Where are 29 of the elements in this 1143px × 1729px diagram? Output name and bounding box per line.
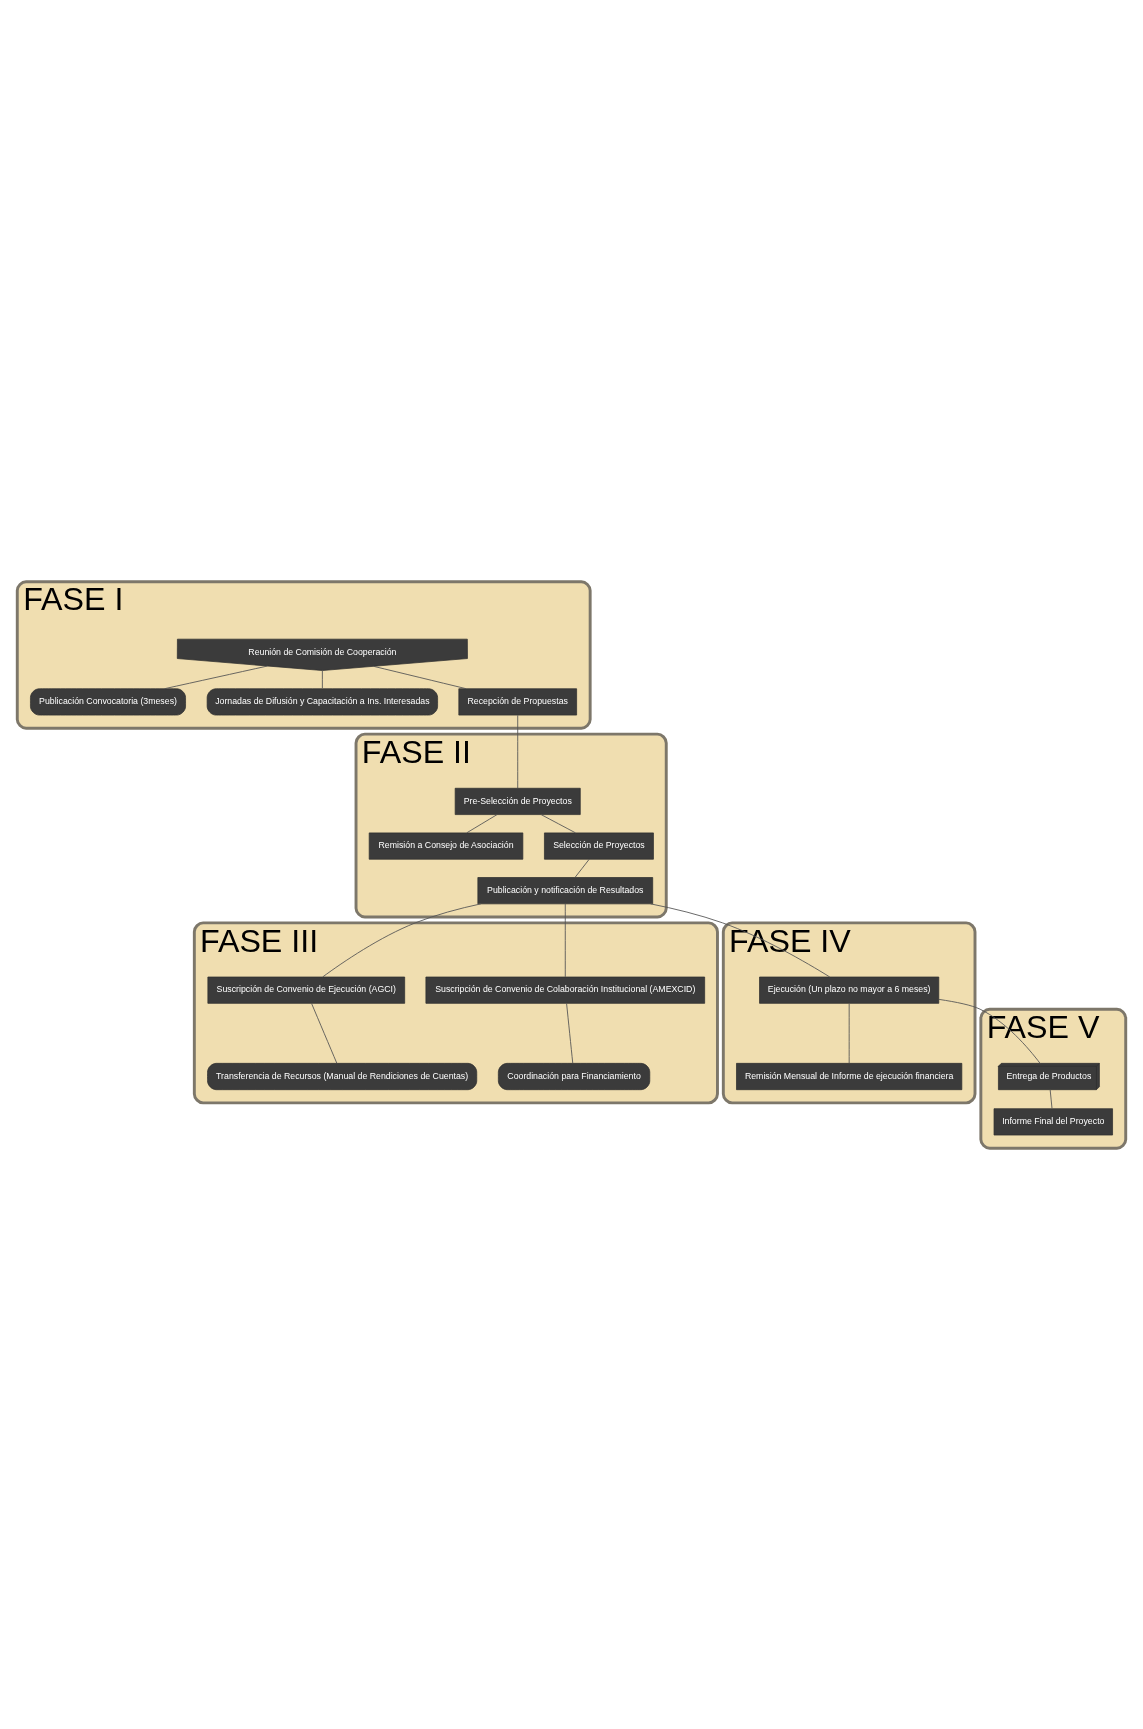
node-box: Suscripción de Convenio de Colaboración Institucional (AMEXCID): [425, 976, 706, 1004]
node-box: Recepción de Propuestas: [458, 687, 577, 715]
connector: [322, 902, 482, 977]
connector: [1049, 1088, 1053, 1109]
node-box: Jornadas de Difusión y Capacitación a Ins. Interesadas: [206, 687, 438, 715]
node-box: Pre-Selección de Proyectos: [454, 787, 581, 815]
node-box: Coordinación para Financiamiento: [497, 1062, 651, 1090]
node-box: Ejecución (Un plazo no mayor a 6 meses): [759, 976, 940, 1004]
connector: [311, 1002, 338, 1064]
node-box: Publicación Convocatoria (3meses): [30, 687, 186, 715]
connector: [650, 902, 831, 977]
connector: [938, 998, 1041, 1064]
connector: [321, 669, 323, 689]
node-box: Suscripción de Convenio de Ejecución (AGCI): [207, 976, 406, 1004]
node-box: Transferencia de Recursos (Manual de Rendiciones de Cuentas): [207, 1062, 478, 1090]
connector: [466, 813, 498, 833]
connector: [574, 858, 590, 878]
connector: [373, 665, 467, 689]
connector: [517, 714, 519, 789]
connector: [540, 813, 576, 833]
node-box: Remisión Mensual de Informe de ejecución financiera: [736, 1062, 963, 1090]
connector: [164, 665, 268, 689]
node-box: Publicación y notificación de Resultados: [477, 876, 654, 904]
connector: [848, 1002, 850, 1064]
node-box: Remisión a Consejo de Asociación: [368, 832, 524, 860]
connector: [566, 1002, 574, 1064]
node-box: Selección de Proyectos: [544, 832, 654, 860]
node-box: Informe Final del Proyecto: [993, 1107, 1113, 1135]
connector: [564, 903, 566, 977]
